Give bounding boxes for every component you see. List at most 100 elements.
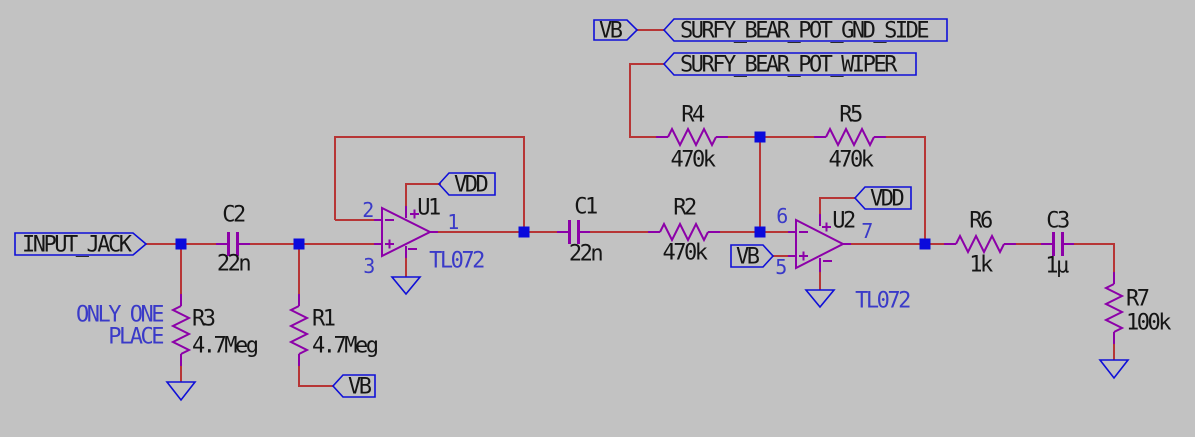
label-outline [331, 374, 376, 398]
power-label-vdd-u1[interactable]: VDD [437, 172, 496, 198]
note-line-1: ONLY ONE [76, 303, 163, 328]
opamp-U1[interactable]: U1 TL072 2 3 1 [362, 196, 486, 279]
vplus-sign [822, 222, 831, 232]
wire-segment[interactable] [405, 183, 441, 206]
global-label-vb-pin5[interactable]: VB [730, 244, 775, 270]
junction[interactable] [919, 238, 931, 250]
capacitor-plates [1052, 232, 1064, 256]
ground-symbol-r7[interactable] [1098, 359, 1130, 380]
value-text: 4.7Meg [192, 334, 258, 359]
ground-triangle [390, 276, 422, 296]
ref-text: R3 [192, 307, 215, 332]
pin-number-output: 1 [447, 210, 458, 234]
capacitor-C1[interactable]: C1 22n [557, 195, 605, 267]
note-text[interactable]: ONLY ONE PLACE [76, 303, 166, 350]
note-line-2: PLACE [108, 325, 163, 350]
resistor-R4[interactable]: R4 470k [656, 103, 728, 173]
value-text: TL072 [429, 249, 484, 274]
resistor-R3[interactable]: R3 4.7Meg [170, 294, 260, 366]
vplus-sign [410, 209, 419, 219]
wire-segment[interactable] [298, 354, 333, 387]
junction[interactable] [754, 226, 766, 238]
label-text: VDD [870, 187, 903, 212]
global-label-vb-top[interactable]: VB [593, 19, 639, 44]
resistor-body [170, 305, 192, 355]
ref-text: R6 [969, 209, 992, 234]
opamp-U2[interactable]: U2 TL072 6 5 7 [775, 204, 912, 314]
capacitor-C2[interactable]: C2 22n [216, 203, 253, 277]
label-outline [437, 172, 496, 196]
resistor-body [955, 233, 1005, 255]
noninverting-plus-sign [799, 251, 808, 261]
junction[interactable] [293, 238, 305, 250]
resistor-R2[interactable]: R2 470k [648, 196, 720, 266]
global-label-input-jack[interactable]: INPUT_JACK [14, 232, 148, 258]
capacitor-plates [227, 232, 239, 256]
ground-symbol-r3[interactable] [165, 381, 197, 402]
value-text: 100k [1126, 311, 1171, 336]
ref-text: C1 [574, 195, 597, 220]
pin-number-noninverting: 5 [775, 255, 786, 279]
label-text: VDD [454, 173, 487, 198]
wire-segment[interactable] [874, 136, 926, 244]
ref-text: R1 [312, 307, 335, 332]
junction[interactable] [518, 226, 530, 238]
power-label-vdd-u2[interactable]: VDD [853, 186, 912, 212]
junction[interactable] [175, 238, 187, 250]
pin-number-output: 7 [861, 219, 872, 243]
junction[interactable] [754, 131, 766, 143]
resistor-R1[interactable]: R1 4.7Meg [288, 294, 380, 366]
label-outline [662, 52, 917, 76]
value-text: 470k [671, 148, 716, 173]
ref-text: C2 [222, 203, 245, 228]
label-text: SURFY_BEAR_POT_WIPER [680, 53, 898, 78]
wire-feedback-u1[interactable] [334, 136, 525, 232]
ground-triangle [165, 381, 197, 402]
global-label-pot-gnd-side[interactable]: SURFY_BEAR_POT_GND_SIDE [662, 18, 948, 44]
resistor-body [288, 305, 310, 355]
resistor-body [825, 126, 875, 148]
label-outline [853, 186, 912, 210]
ref-text: R7 [1126, 287, 1149, 312]
ground-symbol-u1[interactable] [390, 276, 422, 296]
capacitor-C3[interactable]: C3 1µ [1041, 209, 1074, 279]
wire-segment[interactable] [1063, 243, 1115, 284]
value-text: 1k [969, 253, 993, 278]
label-outline [662, 18, 948, 42]
ground-triangle [804, 289, 836, 309]
resistor-R6[interactable]: R6 1k [944, 209, 1016, 278]
ref-text: U2 [832, 209, 855, 234]
ground-symbol-u2[interactable] [804, 289, 836, 309]
label-outline [593, 19, 639, 41]
global-label-vb-r1[interactable]: VB [331, 374, 376, 400]
label-text: VB [599, 19, 623, 44]
label-outline [14, 232, 148, 256]
opamp-triangle [381, 206, 433, 258]
global-label-pot-wiper[interactable]: SURFY_BEAR_POT_WIPER [662, 52, 917, 78]
wire-segment[interactable] [629, 63, 668, 138]
label-text: VB [736, 245, 760, 270]
ref-text: U1 [417, 196, 440, 221]
value-text: 22n [569, 242, 602, 267]
label-text: SURFY_BEAR_POT_GND_SIDE [680, 19, 928, 44]
opamp-pin-stubs [374, 206, 438, 258]
noninverting-plus-sign [385, 239, 394, 249]
resistor-body [659, 221, 709, 243]
resistor-R7[interactable]: R7 100k [1103, 272, 1174, 344]
ground-triangle [1098, 359, 1130, 380]
ref-text: R5 [839, 103, 862, 128]
ref-text: C3 [1046, 209, 1069, 234]
pin-number-inverting: 6 [776, 204, 787, 228]
label-text: INPUT_JACK [22, 233, 133, 258]
ref-text: R2 [673, 196, 696, 221]
capacitor-plates [568, 220, 580, 244]
value-text: 470k [663, 241, 708, 266]
wire-segment[interactable] [819, 197, 855, 214]
resistor-R5[interactable]: R5 470k [814, 103, 886, 173]
resistor-body [667, 126, 717, 148]
value-text: 1µ [1045, 254, 1069, 279]
junctions [175, 131, 931, 250]
value-text: 470k [829, 148, 874, 173]
